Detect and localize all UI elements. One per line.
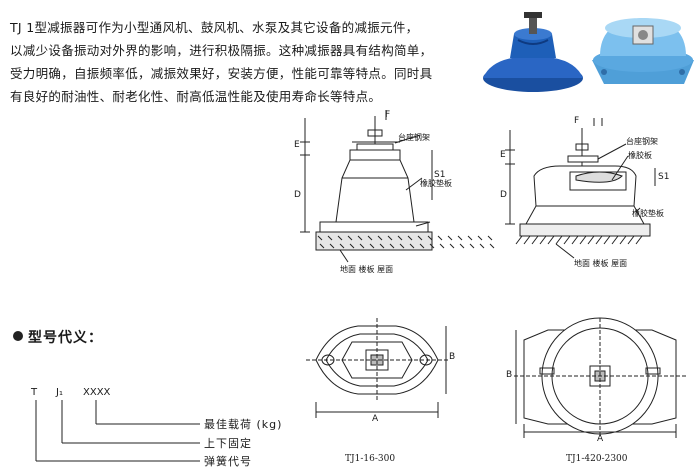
right-elevation-drawing <box>505 118 656 259</box>
intro-line: 有良好的耐油性、耐老化性、耐高低温性能及使用寿命长等特点。 <box>10 89 382 104</box>
bullet-icon <box>13 331 23 341</box>
model-code-title: 型号代义： <box>28 330 103 346</box>
label-pad-right: 橡胶垫板 <box>632 209 664 218</box>
legend-best-load: 最佳载荷 (kg) <box>204 418 283 431</box>
left-plan-drawing <box>306 318 448 418</box>
damper-photo-light <box>592 18 694 84</box>
model-code-lines <box>35 400 200 462</box>
dim-e-left: E <box>294 140 300 150</box>
dim-e-right: E <box>500 150 506 160</box>
intro-line: 以减少设备振动对外界的影响，进行积极隔振。这种减振器具有结构简单， <box>10 43 433 58</box>
caption-left-plan: TJ1-16-300 <box>345 454 396 464</box>
code-xxxx: XXXX <box>83 387 111 398</box>
right-plan-drawing <box>514 317 686 438</box>
intro-paragraph: TJ 1型减振器可作为小型通风机、鼓风机、水泵及其它设备的减振元件， 以减少设备… <box>10 16 480 108</box>
dim-s1-right: S1 <box>658 172 670 182</box>
dim-s1-left: S1 <box>434 170 446 180</box>
dim-d-left: D <box>294 190 301 200</box>
damper-photo-dark <box>483 12 583 92</box>
dim-f-left: F <box>385 110 391 120</box>
legend-fixing: 上下固定 <box>204 437 252 450</box>
label-floor-left: 地面 楼板 屋面 <box>340 265 394 274</box>
dim-a-left-plan: A <box>372 414 379 424</box>
dim-b-left-plan: B <box>449 352 456 362</box>
intro-line: TJ 1型减振器可作为小型通风机、鼓风机、水泵及其它设备的减振元件， <box>10 20 419 35</box>
label-plate-right: 橡胶板 <box>628 151 652 160</box>
code-t: T <box>31 387 38 398</box>
dim-b-right-plan: B <box>506 370 513 380</box>
label-frame-right: 台座钢架 <box>626 137 658 146</box>
dim-d-right: D <box>500 190 507 200</box>
label-frame-left: 台座钢架 <box>398 133 430 142</box>
label-pad-left: 橡胶垫板 <box>420 179 452 188</box>
dim-f-right: F <box>574 116 580 126</box>
left-elevation-drawing <box>300 110 495 263</box>
legend-spring-code: 弹簧代号 <box>204 455 252 468</box>
label-floor-right: 地面 楼板 屋面 <box>574 259 628 268</box>
caption-right-plan: TJ1-420-2300 <box>566 454 628 464</box>
intro-line: 受力明确，自振频率低，减振效果好，安装方便，性能可靠等特点。同时具 <box>10 66 433 81</box>
code-j: J₁ <box>56 387 63 398</box>
dim-a-right-plan: A <box>597 434 604 444</box>
